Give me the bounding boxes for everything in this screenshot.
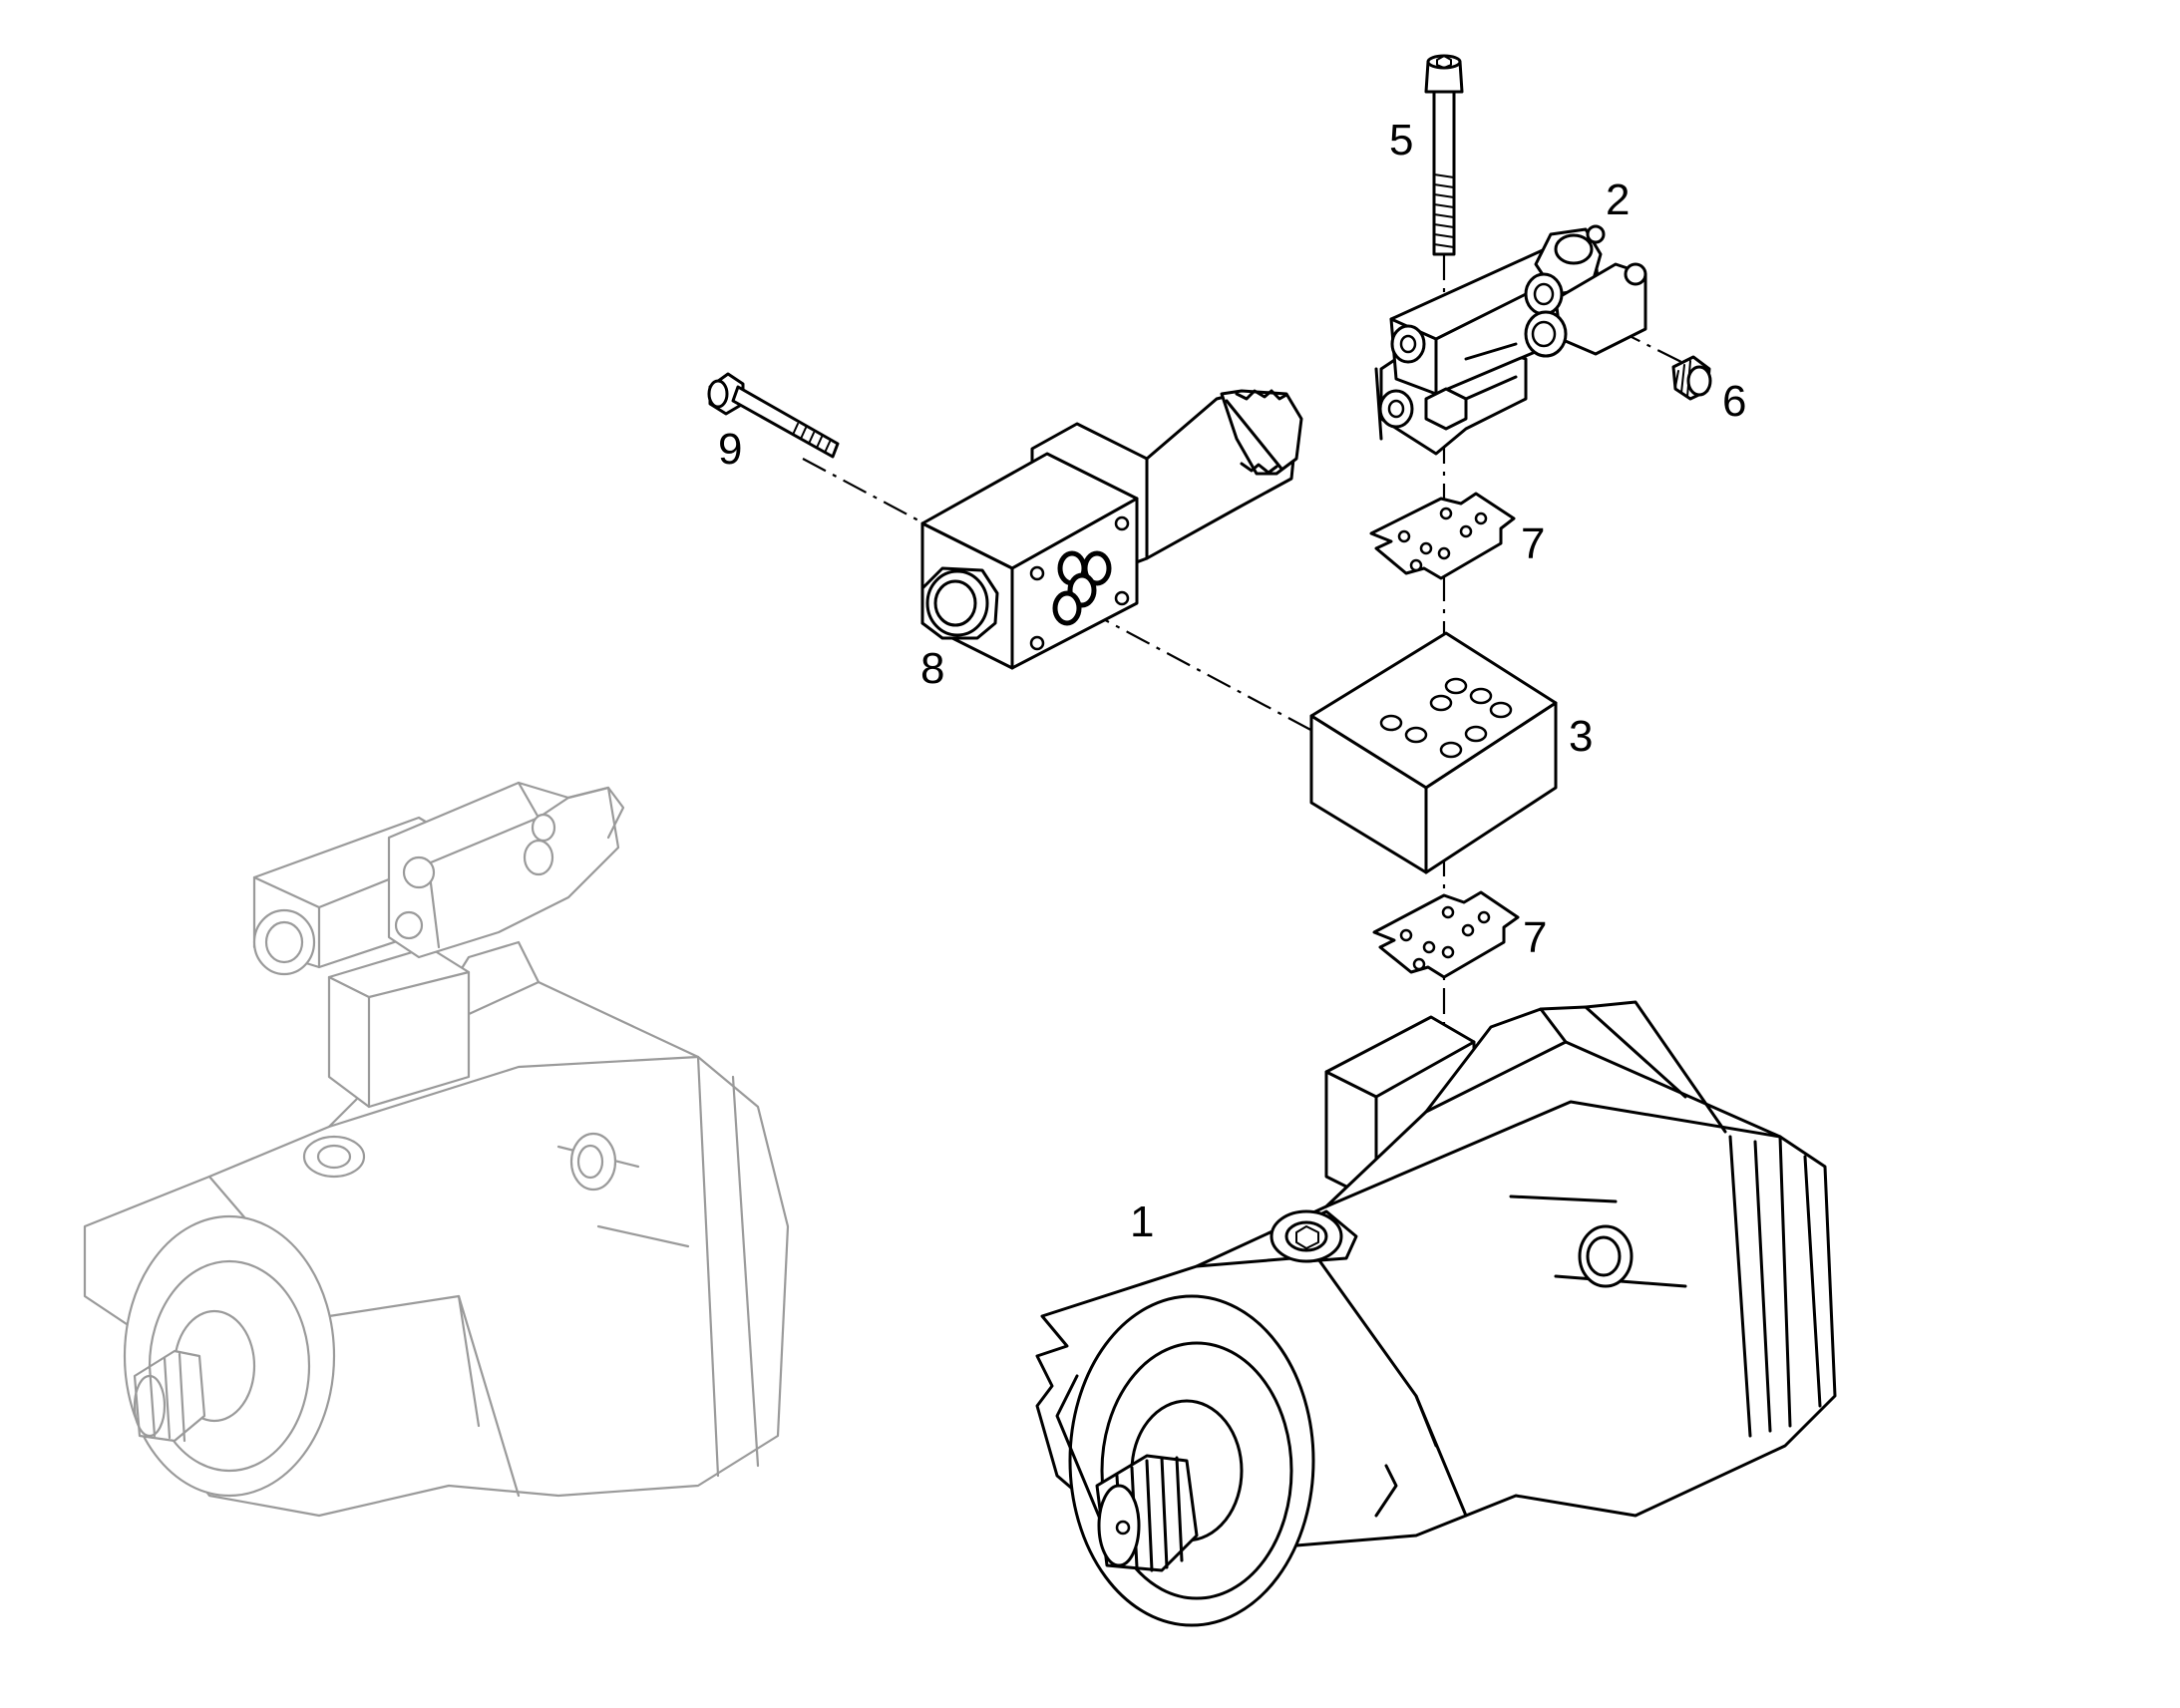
callout-labels: 5 2 6 7 3 7 9 8 1: [718, 116, 1746, 1246]
part-9-bolt: [707, 372, 840, 459]
part-7-lower-gasket: [1372, 890, 1520, 979]
callout-9: 9: [718, 425, 742, 474]
callout-5: 5: [1389, 116, 1413, 165]
callout-2: 2: [1606, 175, 1630, 224]
assembled-pump-reference: [83, 781, 790, 1518]
part-1-hydraulic-pump: [1035, 1000, 1837, 1627]
part-7-upper-gasket: [1369, 492, 1516, 580]
callout-8: 8: [920, 644, 944, 693]
part-8-solenoid-valve: [920, 389, 1303, 670]
callout-7-upper: 7: [1521, 519, 1545, 568]
part-3-spacer-block: [1309, 631, 1558, 874]
callout-1: 1: [1130, 1197, 1154, 1246]
part-2-pilot-valve: [1374, 224, 1647, 456]
callout-3: 3: [1569, 712, 1593, 761]
part-5-cap-screw: [1424, 54, 1464, 256]
part-6-plug: [1671, 355, 1712, 401]
callout-6: 6: [1722, 377, 1746, 426]
callout-7-lower: 7: [1523, 913, 1547, 962]
